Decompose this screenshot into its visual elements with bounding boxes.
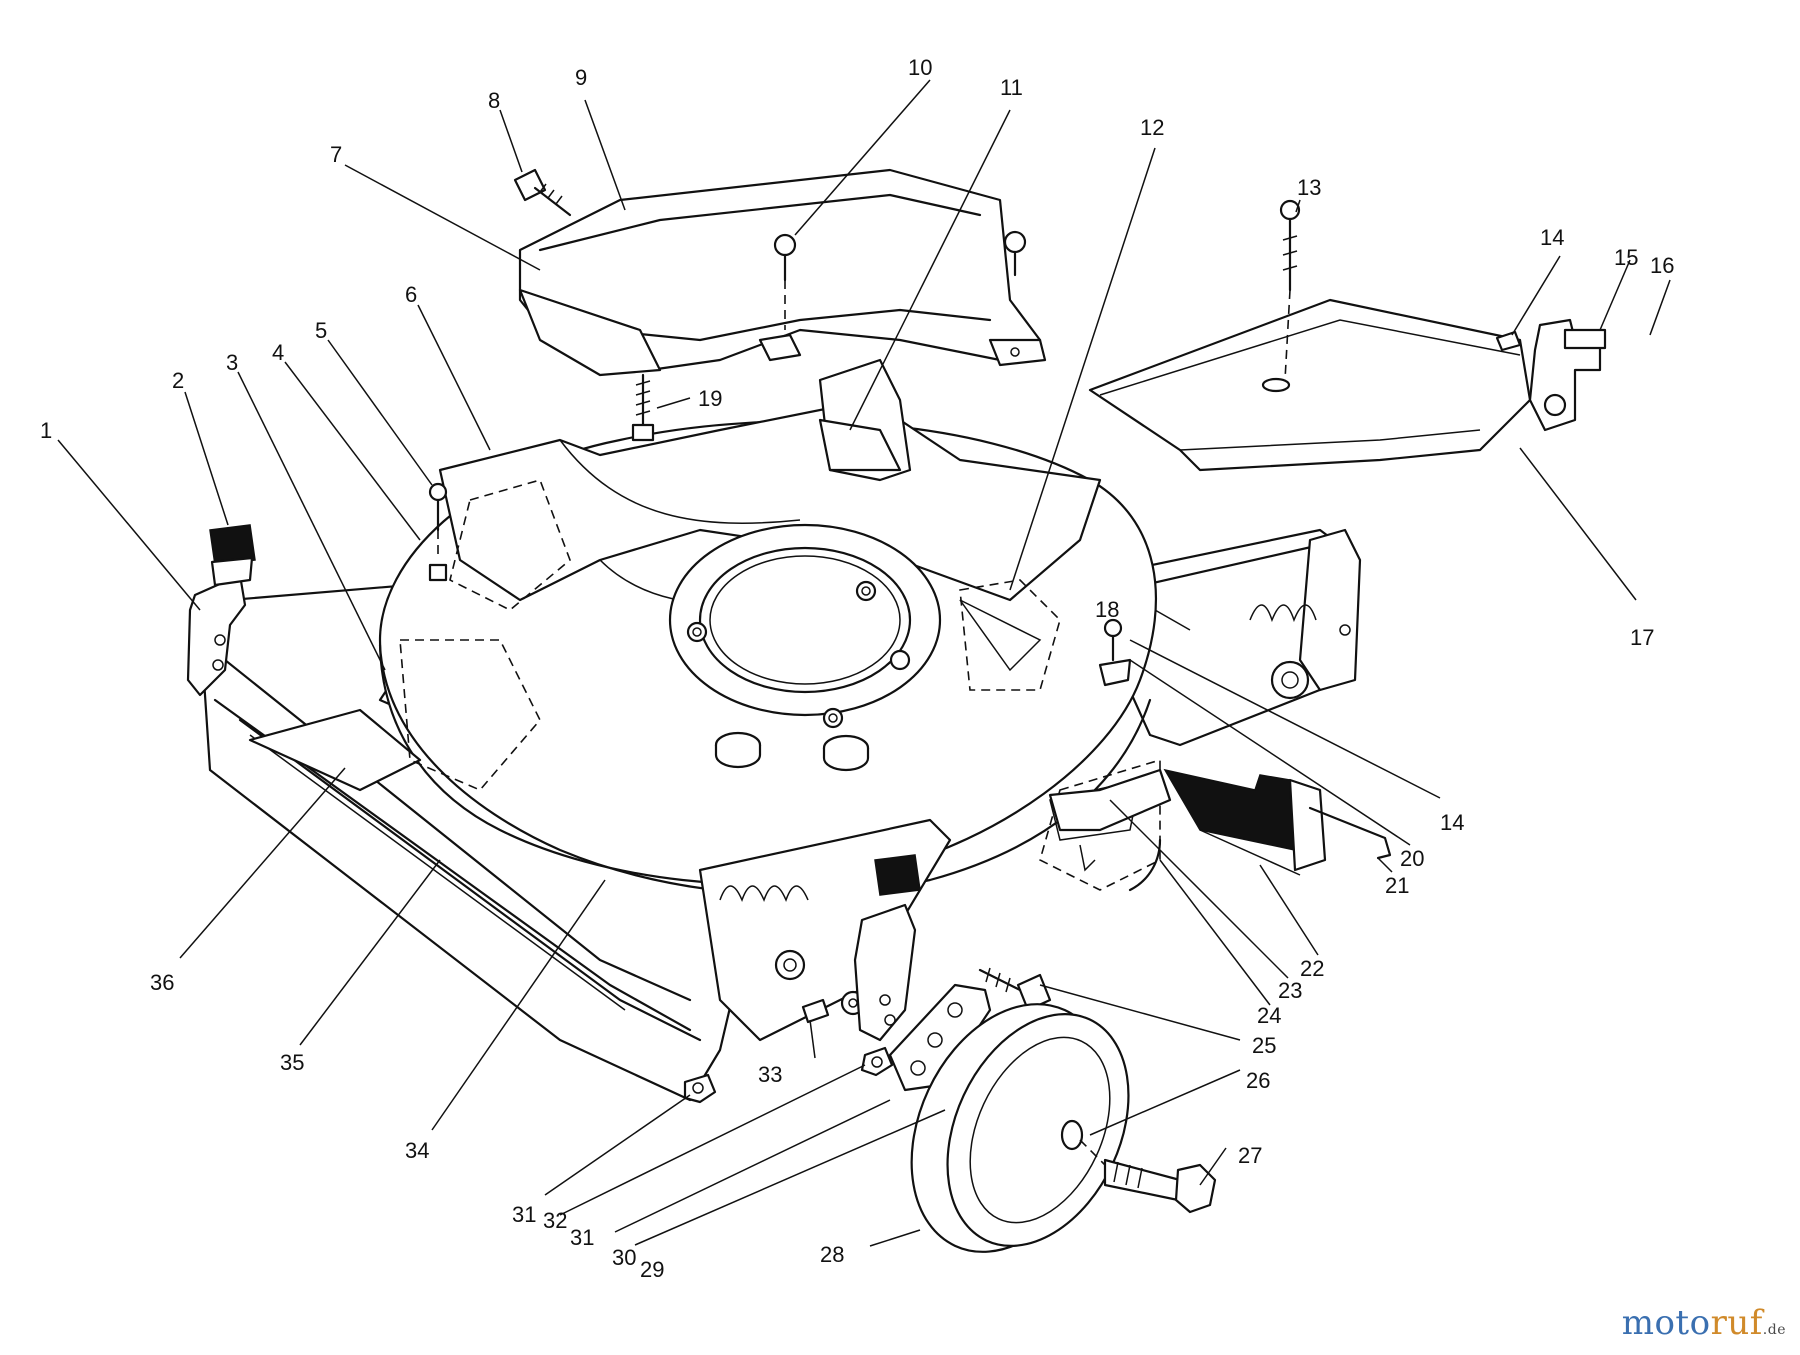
callout-28: 28 — [820, 1242, 844, 1267]
callout-13: 13 — [1297, 175, 1321, 200]
callout-15: 15 — [1614, 245, 1638, 270]
callout-31-lower: 31 — [570, 1225, 594, 1250]
fasteners — [428, 168, 1522, 1117]
callout-21: 21 — [1385, 873, 1409, 898]
callout-31-upper: 31 — [512, 1202, 536, 1227]
callout-34: 34 — [405, 1138, 429, 1163]
callout-22: 22 — [1300, 956, 1324, 981]
callout-16: 16 — [1650, 253, 1674, 278]
watermark-part3: .de — [1762, 1322, 1786, 1338]
callout-20: 20 — [1400, 846, 1424, 871]
height-adjuster-left — [186, 524, 256, 697]
watermark-part1: moto — [1621, 1303, 1711, 1343]
callout-2: 2 — [172, 368, 184, 393]
callout-35: 35 — [280, 1050, 304, 1075]
callout-5: 5 — [315, 318, 327, 343]
callout-12: 12 — [1140, 115, 1164, 140]
callout-9: 9 — [575, 65, 587, 90]
air-lift-blade — [1163, 768, 1327, 876]
callout-27: 27 — [1238, 1143, 1262, 1168]
watermark-logo: motoruf.de — [1622, 1303, 1786, 1343]
callout-18: 18 — [1095, 597, 1119, 622]
callout-10: 10 — [908, 55, 932, 80]
leader-lines — [57, 79, 1671, 1247]
callout-33: 33 — [758, 1062, 782, 1087]
mower-deck-housing — [198, 358, 1362, 1102]
callout-19: 19 — [698, 386, 722, 411]
callout-30: 30 — [612, 1245, 636, 1270]
callout-29: 29 — [640, 1257, 664, 1282]
height-adjuster-front — [853, 854, 921, 1042]
callout-17: 17 — [1630, 625, 1654, 650]
callout-14-upper: 14 — [1540, 225, 1564, 250]
discharge-flap — [518, 288, 662, 377]
retainer-rod — [1308, 806, 1392, 860]
callout-7: 7 — [330, 142, 342, 167]
side-cover-plate — [1088, 298, 1532, 472]
watermark-part2: ruf — [1710, 1303, 1763, 1343]
callout-23: 23 — [1278, 978, 1302, 1003]
callout-25: 25 — [1252, 1033, 1276, 1058]
callout-26: 26 — [1246, 1068, 1270, 1093]
callout-8: 8 — [488, 88, 500, 113]
callout-labels: 1 2 3 4 5 6 7 8 9 10 11 12 13 14 15 16 1… — [40, 55, 1674, 1282]
callout-11: 11 — [1000, 75, 1023, 100]
callout-3: 3 — [226, 350, 238, 375]
callout-6: 6 — [405, 282, 417, 307]
callout-24: 24 — [1257, 1003, 1281, 1028]
callout-4: 4 — [272, 340, 284, 365]
wheel-mount-plate — [888, 983, 992, 1092]
callout-1: 1 — [40, 418, 52, 443]
rear-wheel — [910, 1003, 1130, 1253]
baffle-outlines — [399, 479, 1161, 891]
callout-32: 32 — [543, 1208, 567, 1233]
callout-36: 36 — [150, 970, 174, 995]
discharge-cover — [518, 168, 1047, 372]
callout-14-lower: 14 — [1440, 810, 1464, 835]
hinge-bracket — [1528, 318, 1607, 432]
